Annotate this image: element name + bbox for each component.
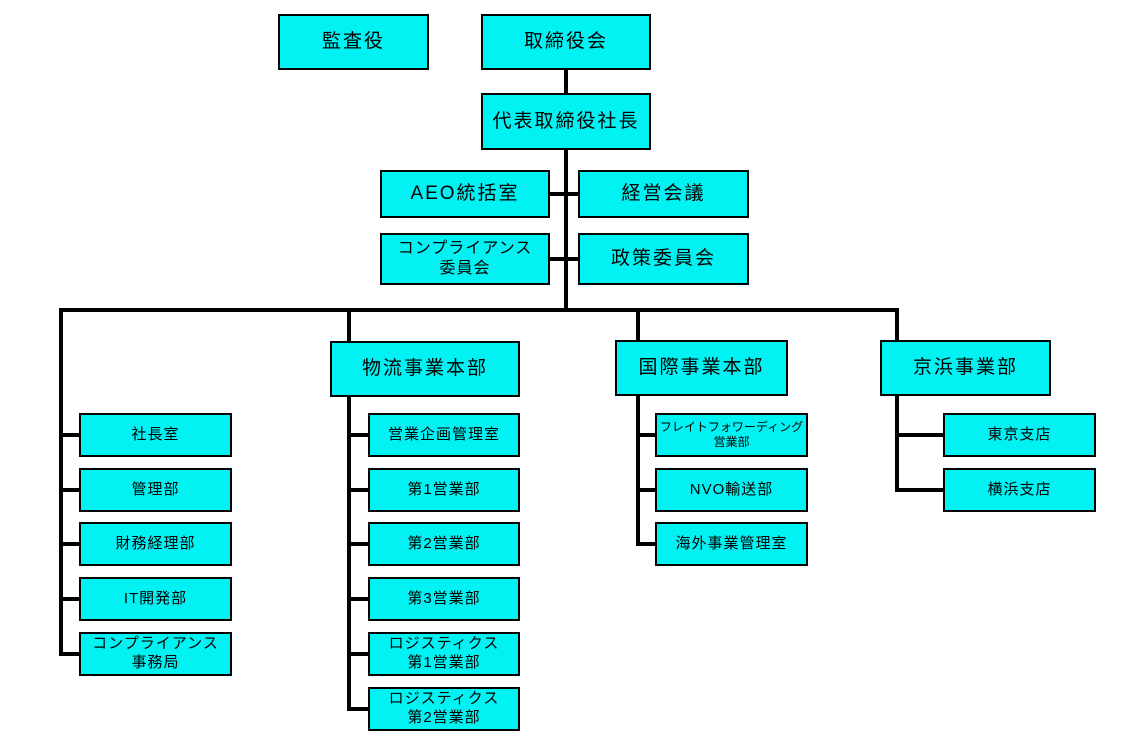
connector-stub-logistics-sales-2 [347,707,370,711]
connector-stub-sales-dept-3 [347,597,370,601]
node-freight-forwarding-sales-dept: フレイトフォワーディング 営業部 [655,413,808,457]
node-admin-dept: 管理部 [79,468,232,512]
node-finance-accounting-dept: 財務経理部 [79,522,232,566]
connector-stub-presidents-office [59,433,81,437]
node-yokohama-branch: 横浜支店 [943,468,1096,512]
connector-stub-admin-dept [59,488,81,492]
node-presidents-office: 社長室 [79,413,232,457]
node-it-development-dept: IT開発部 [79,577,232,621]
connector-stub-sales-planning [347,433,370,437]
connector-stub-tokyo-branch [895,433,945,437]
node-keihin-division: 京浜事業部 [880,340,1051,396]
node-compliance-secretariat: コンプライアンス 事務局 [79,632,232,676]
connector-row-committees [549,257,579,261]
node-overseas-business-office: 海外事業管理室 [655,522,808,566]
connector-branch-left-trunk [59,308,63,656]
node-board-of-directors: 取締役会 [481,14,651,70]
connector-stub-sales-dept-2 [347,542,370,546]
connector-board-to-president [564,70,568,95]
node-sales-dept-2: 第2営業部 [368,522,520,566]
node-logistics-division: 物流事業本部 [330,341,520,397]
node-logistics-sales-dept-1: ロジスティクス 第1営業部 [368,632,520,676]
connector-stub-yokohama-branch [895,488,945,492]
connector-stub-logistics-sales-1 [347,652,370,656]
connector-stub-compliance-secretariat [59,652,81,656]
node-auditor: 監査役 [278,14,429,70]
connector-main-horizontal [59,308,899,312]
connector-stub-finance-accounting [59,542,81,546]
connector-stub-freight-forwarding [636,433,657,437]
connector-branch-international-trunk [636,308,640,546]
connector-stub-sales-dept-1 [347,488,370,492]
connector-branch-keihin-trunk [895,308,899,492]
node-international-division: 国際事業本部 [615,340,788,396]
node-aeo-office: AEO統括室 [380,170,550,218]
node-president: 代表取締役社長 [481,93,651,150]
node-compliance-committee: コンプライアンス 委員会 [380,233,550,285]
node-sales-planning-office: 営業企画管理室 [368,413,520,457]
node-policy-committee: 政策委員会 [578,233,749,285]
connector-stub-overseas-business [636,542,657,546]
connector-stub-nvo-transport [636,488,657,492]
connector-row-aeo-management [549,192,579,196]
node-management-council: 経営会議 [578,170,749,218]
node-tokyo-branch: 東京支店 [943,413,1096,457]
node-sales-dept-1: 第1営業部 [368,468,520,512]
connector-stub-it-development [59,597,81,601]
connector-president-trunk [564,150,568,312]
node-sales-dept-3: 第3営業部 [368,577,520,621]
node-nvo-transport-dept: NVO輸送部 [655,468,808,512]
connector-branch-logistics-trunk [347,308,351,711]
node-logistics-sales-dept-2: ロジスティクス 第2営業部 [368,687,520,731]
